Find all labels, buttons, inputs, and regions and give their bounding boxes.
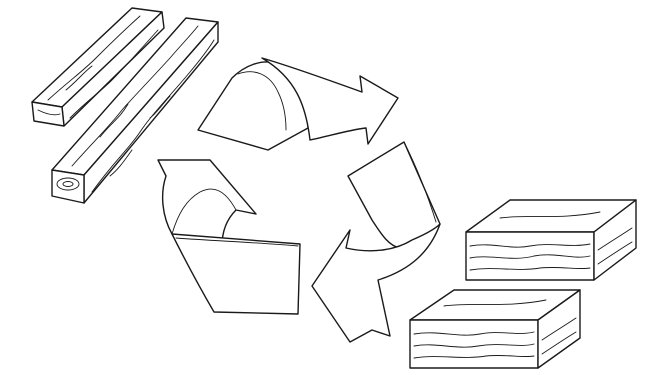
recycle-arrow-left-icon xyxy=(158,160,300,314)
recycle-arrow-top-icon xyxy=(198,58,398,150)
wood-block-lower-icon xyxy=(410,290,580,368)
wood-block-upper-icon xyxy=(466,200,636,280)
